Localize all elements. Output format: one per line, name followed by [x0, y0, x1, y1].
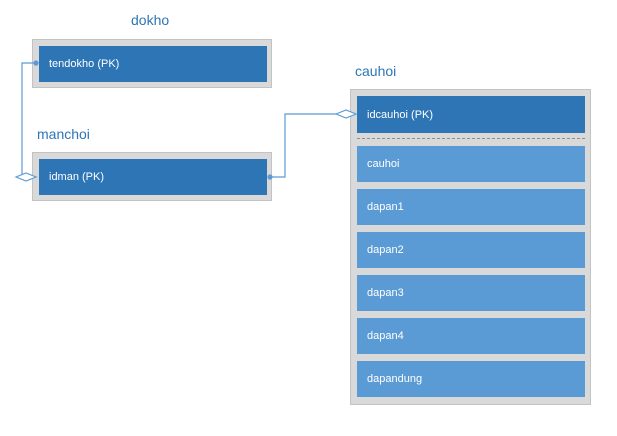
- pk-field-idcauhoi[interactable]: idcauhoi (PK): [357, 96, 585, 133]
- field-dapandung[interactable]: dapandung: [357, 361, 585, 397]
- entity-title-manchoi: manchoi: [37, 126, 90, 142]
- field-dapan1[interactable]: dapan1: [357, 189, 585, 225]
- pk-field-idman[interactable]: idman (PK): [39, 159, 267, 195]
- many-end-diamond-cauhoi: [334, 109, 358, 119]
- entity-cauhoi[interactable]: idcauhoi (PK) cauhoi dapan1 dapan2 dapan…: [350, 89, 591, 405]
- entity-manchoi[interactable]: idman (PK): [32, 152, 272, 201]
- pk-field-tendokho[interactable]: tendokho (PK): [39, 46, 267, 82]
- one-end-dot-dokho: [33, 60, 39, 66]
- entity-title-dokho: dokho: [131, 12, 170, 28]
- entity-dokho[interactable]: tendokho (PK): [32, 39, 272, 88]
- pk-separator: [357, 138, 585, 139]
- connector-manchoi-cauhoi: [270, 113, 336, 178]
- many-end-diamond-manchoi: [14, 172, 38, 182]
- field-dapan4[interactable]: dapan4: [357, 318, 585, 354]
- field-cauhoi[interactable]: cauhoi: [357, 146, 585, 182]
- one-end-dot-manchoi: [267, 174, 273, 180]
- connector-dokho-manchoi: [21, 62, 36, 178]
- entity-title-cauhoi: cauhoi: [355, 63, 397, 79]
- field-dapan3[interactable]: dapan3: [357, 275, 585, 311]
- field-dapan2[interactable]: dapan2: [357, 232, 585, 268]
